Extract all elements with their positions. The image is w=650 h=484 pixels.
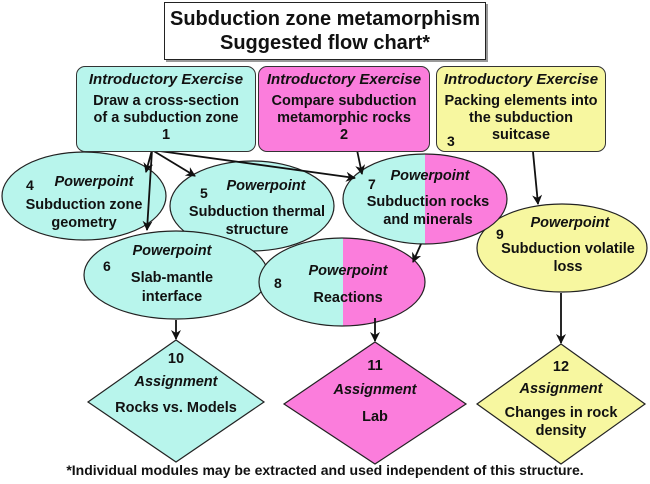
footnote: *Individual modules may be extracted and… bbox=[66, 462, 584, 478]
node-5-number: 5 bbox=[200, 185, 208, 201]
node-2-kind: Introductory Exercise bbox=[266, 71, 422, 88]
node-4-number: 4 bbox=[26, 177, 34, 193]
node-4-kind: Powerpoint bbox=[54, 174, 134, 190]
edge-7-8 bbox=[412, 243, 422, 263]
chart-title-line1: Subduction zone metamorphism bbox=[169, 8, 481, 30]
node-12-line2: density bbox=[535, 423, 587, 439]
node-9-line1: Subduction volatile bbox=[501, 241, 635, 257]
node-4-line2: geometry bbox=[51, 215, 117, 231]
node-3[interactable]: Introductory Exercise Packing elements i… bbox=[436, 66, 606, 152]
node-4-shape[interactable] bbox=[1, 151, 167, 241]
node-12-line1: Changes in rock bbox=[504, 405, 618, 421]
node-12-shape[interactable] bbox=[475, 343, 647, 465]
edge-2-7 bbox=[355, 149, 366, 175]
edge-3-9 bbox=[532, 151, 543, 205]
node-10-line1: Rocks vs. Models bbox=[115, 400, 237, 416]
node-6-number: 6 bbox=[103, 258, 111, 274]
node-6-line1: Slab-mantle bbox=[130, 270, 214, 286]
node-3-line1: Packing elements into bbox=[444, 93, 598, 109]
node-8-line1: Reactions bbox=[313, 290, 383, 306]
node-11-number: 11 bbox=[367, 358, 383, 374]
node-7-line2: and minerals bbox=[383, 212, 473, 228]
chart-title: Subduction zone metamorphism Suggested f… bbox=[164, 2, 486, 60]
edge-1-7 bbox=[151, 149, 356, 182]
node-6-line2: interface bbox=[141, 289, 203, 305]
edge-1-6 bbox=[142, 149, 153, 231]
node-1-number: 1 bbox=[161, 127, 171, 143]
node-1-line2: of a subduction zone bbox=[93, 110, 239, 126]
node-5-line1: Subduction thermal bbox=[188, 204, 326, 220]
node-5-line2: structure bbox=[225, 222, 289, 238]
node-11-shape[interactable] bbox=[282, 341, 468, 465]
node-2-number: 2 bbox=[339, 127, 349, 143]
node-1[interactable]: Introductory Exercise Draw a cross-secti… bbox=[76, 66, 256, 152]
node-1-line1: Draw a cross-section bbox=[93, 93, 239, 109]
edges-layer bbox=[142, 149, 566, 344]
node-3-number: 3 bbox=[447, 133, 455, 149]
node-9-number: 9 bbox=[496, 226, 504, 242]
node-8-number: 8 bbox=[274, 275, 282, 291]
node-10-shape[interactable] bbox=[86, 339, 266, 463]
chart-title-line2: Suggested flow chart* bbox=[219, 32, 431, 54]
node-5-kind: Powerpoint bbox=[226, 178, 306, 194]
node-2-line2: metamorphic rocks bbox=[277, 110, 411, 126]
node-4-line1: Subduction zone bbox=[25, 197, 143, 213]
node-7-line1: Subduction rocks bbox=[366, 194, 490, 210]
node-10-number: 10 bbox=[167, 351, 185, 367]
node-9-line2: loss bbox=[553, 259, 583, 275]
node-3-line2: the subduction bbox=[469, 110, 573, 126]
node-3-line3: suitcase bbox=[491, 127, 551, 143]
node-7-number: 7 bbox=[368, 176, 376, 192]
node-8-kind: Powerpoint bbox=[308, 263, 388, 279]
node-11-kind: Assignment bbox=[333, 382, 417, 398]
edge-1-5 bbox=[151, 149, 196, 177]
node-11-line1: Lab bbox=[362, 409, 388, 425]
node-12-number: 12 bbox=[552, 359, 570, 375]
node-12-kind: Assignment bbox=[519, 381, 603, 397]
node-8-shape[interactable] bbox=[258, 236, 428, 328]
node-6-kind: Powerpoint bbox=[132, 243, 212, 259]
node-2-line1: Compare subduction bbox=[271, 93, 417, 109]
node-9-shape[interactable] bbox=[476, 203, 648, 293]
node-10-kind: Assignment bbox=[134, 374, 218, 390]
node-3-kind: Introductory Exercise bbox=[443, 71, 599, 88]
node-9-kind: Powerpoint bbox=[530, 215, 610, 231]
node-1-kind: Introductory Exercise bbox=[88, 71, 244, 88]
node-2[interactable]: Introductory Exercise Compare subduction… bbox=[258, 66, 430, 152]
node-7-kind: Powerpoint bbox=[390, 168, 470, 184]
